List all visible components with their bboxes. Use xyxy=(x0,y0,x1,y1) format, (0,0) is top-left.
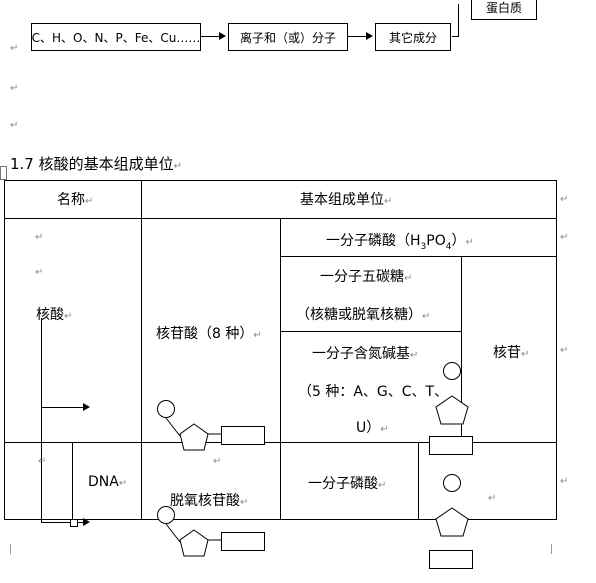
para-mark: ↵ xyxy=(560,194,569,205)
phosphate2-text: 一分子磷酸↵ xyxy=(308,476,387,492)
table-border-top xyxy=(4,180,557,181)
phosphate-circle-icon xyxy=(443,362,461,380)
table-col-divider-2 xyxy=(280,218,281,520)
flow-elements-text: C、H、O、N、P、Fe、Cu…… xyxy=(31,30,201,45)
para-mark: ↵ xyxy=(10,83,19,94)
flow-arrow-1 xyxy=(200,36,220,37)
flow-arrowhead-2 xyxy=(366,32,373,40)
para-mark: ↵ xyxy=(560,232,569,243)
base-line1: 一分子含氮碱基↵ xyxy=(312,346,419,362)
base-line3: U）↵ xyxy=(356,420,389,436)
classification-arrowhead-rna xyxy=(83,403,90,411)
base-rect-icon xyxy=(429,550,473,569)
brace-mid xyxy=(452,36,459,37)
sugar-line2: （核糖或脱氧核糖）↵ xyxy=(296,307,431,323)
base-rect-icon xyxy=(429,436,473,455)
deoxy-nucleotide-label: 脱氧核苷酸↵ xyxy=(170,493,249,509)
table-border-right xyxy=(556,180,557,520)
pentose-icon xyxy=(435,395,469,425)
para-mark: ↵ xyxy=(10,43,19,54)
table-col-divider-1 xyxy=(141,180,142,520)
flow-arrow-2 xyxy=(347,36,367,37)
table-dna-divider xyxy=(72,442,73,520)
flow-ions-text: 离子和（或）分子 xyxy=(239,30,336,45)
protein-box: 蛋白质 xyxy=(471,0,537,20)
protein-text: 蛋白质 xyxy=(485,0,522,15)
table-col-divider-4 xyxy=(418,442,419,520)
para-mark: ↵ xyxy=(560,476,569,487)
sugar-line1: 一分子五碳糖↵ xyxy=(320,269,413,285)
table-anchor-icon xyxy=(0,166,7,180)
row-name-nucleic-acid: 核酸↵ xyxy=(36,307,73,323)
section-title: 1.7 核酸的基本组成单位↵ xyxy=(10,155,183,173)
base-rect-icon xyxy=(221,426,265,445)
flow-other-box: 其它成分 xyxy=(375,23,451,51)
base-rect-icon xyxy=(221,532,265,551)
para-mark: ↵ xyxy=(35,232,44,243)
para-mark: ↵ xyxy=(38,456,47,467)
nucleoside-label: 核苷↵ xyxy=(493,345,530,361)
pentose-icon xyxy=(435,507,469,537)
flow-ions-box: 离子和（或）分子 xyxy=(228,23,348,51)
para-mark: ↵ xyxy=(488,493,497,504)
classification-arrowhead-dna xyxy=(83,518,90,526)
flow-arrowhead-1 xyxy=(219,32,226,40)
classification-arrow-rna xyxy=(41,407,83,408)
classification-arrow-dna xyxy=(41,522,83,523)
para-mark: ↵ xyxy=(10,120,19,131)
table-phosphate-bottom xyxy=(280,256,557,257)
header-unit: 基本组成单位↵ xyxy=(300,192,393,208)
flow-other-text: 其它成分 xyxy=(388,30,437,45)
header-name: 名称↵ xyxy=(57,192,94,208)
dna-label: DNA↵ xyxy=(88,474,128,490)
phosphate-circle-icon xyxy=(157,400,175,418)
phosphate-text: 一分子磷酸（H3PO4）↵ xyxy=(326,233,474,252)
para-mark: ↵ xyxy=(560,345,569,356)
table-col-divider-3 xyxy=(461,256,462,443)
nucleotide-label: 核苷酸（8 种）↵ xyxy=(156,326,262,342)
page-corner-mark xyxy=(10,544,11,554)
page-corner-mark xyxy=(551,544,552,554)
anchor-handle xyxy=(70,519,78,527)
phosphate-circle-icon xyxy=(443,474,461,492)
flow-elements-box: C、H、O、N、P、Fe、Cu…… xyxy=(31,23,201,51)
brace-line xyxy=(458,4,459,36)
classification-vertical-line xyxy=(41,318,42,523)
nucleotide-bonds-icon xyxy=(165,417,222,451)
base-line2: （5 种：A、G、C、T、 xyxy=(298,384,449,400)
table-border-left xyxy=(4,180,5,520)
phosphate-circle-icon xyxy=(157,506,175,524)
para-mark: ↵ xyxy=(35,267,44,278)
table-sugar-bottom xyxy=(280,331,461,332)
nucleotide-bonds-icon xyxy=(165,523,222,557)
para-mark: ↵ xyxy=(213,456,222,467)
